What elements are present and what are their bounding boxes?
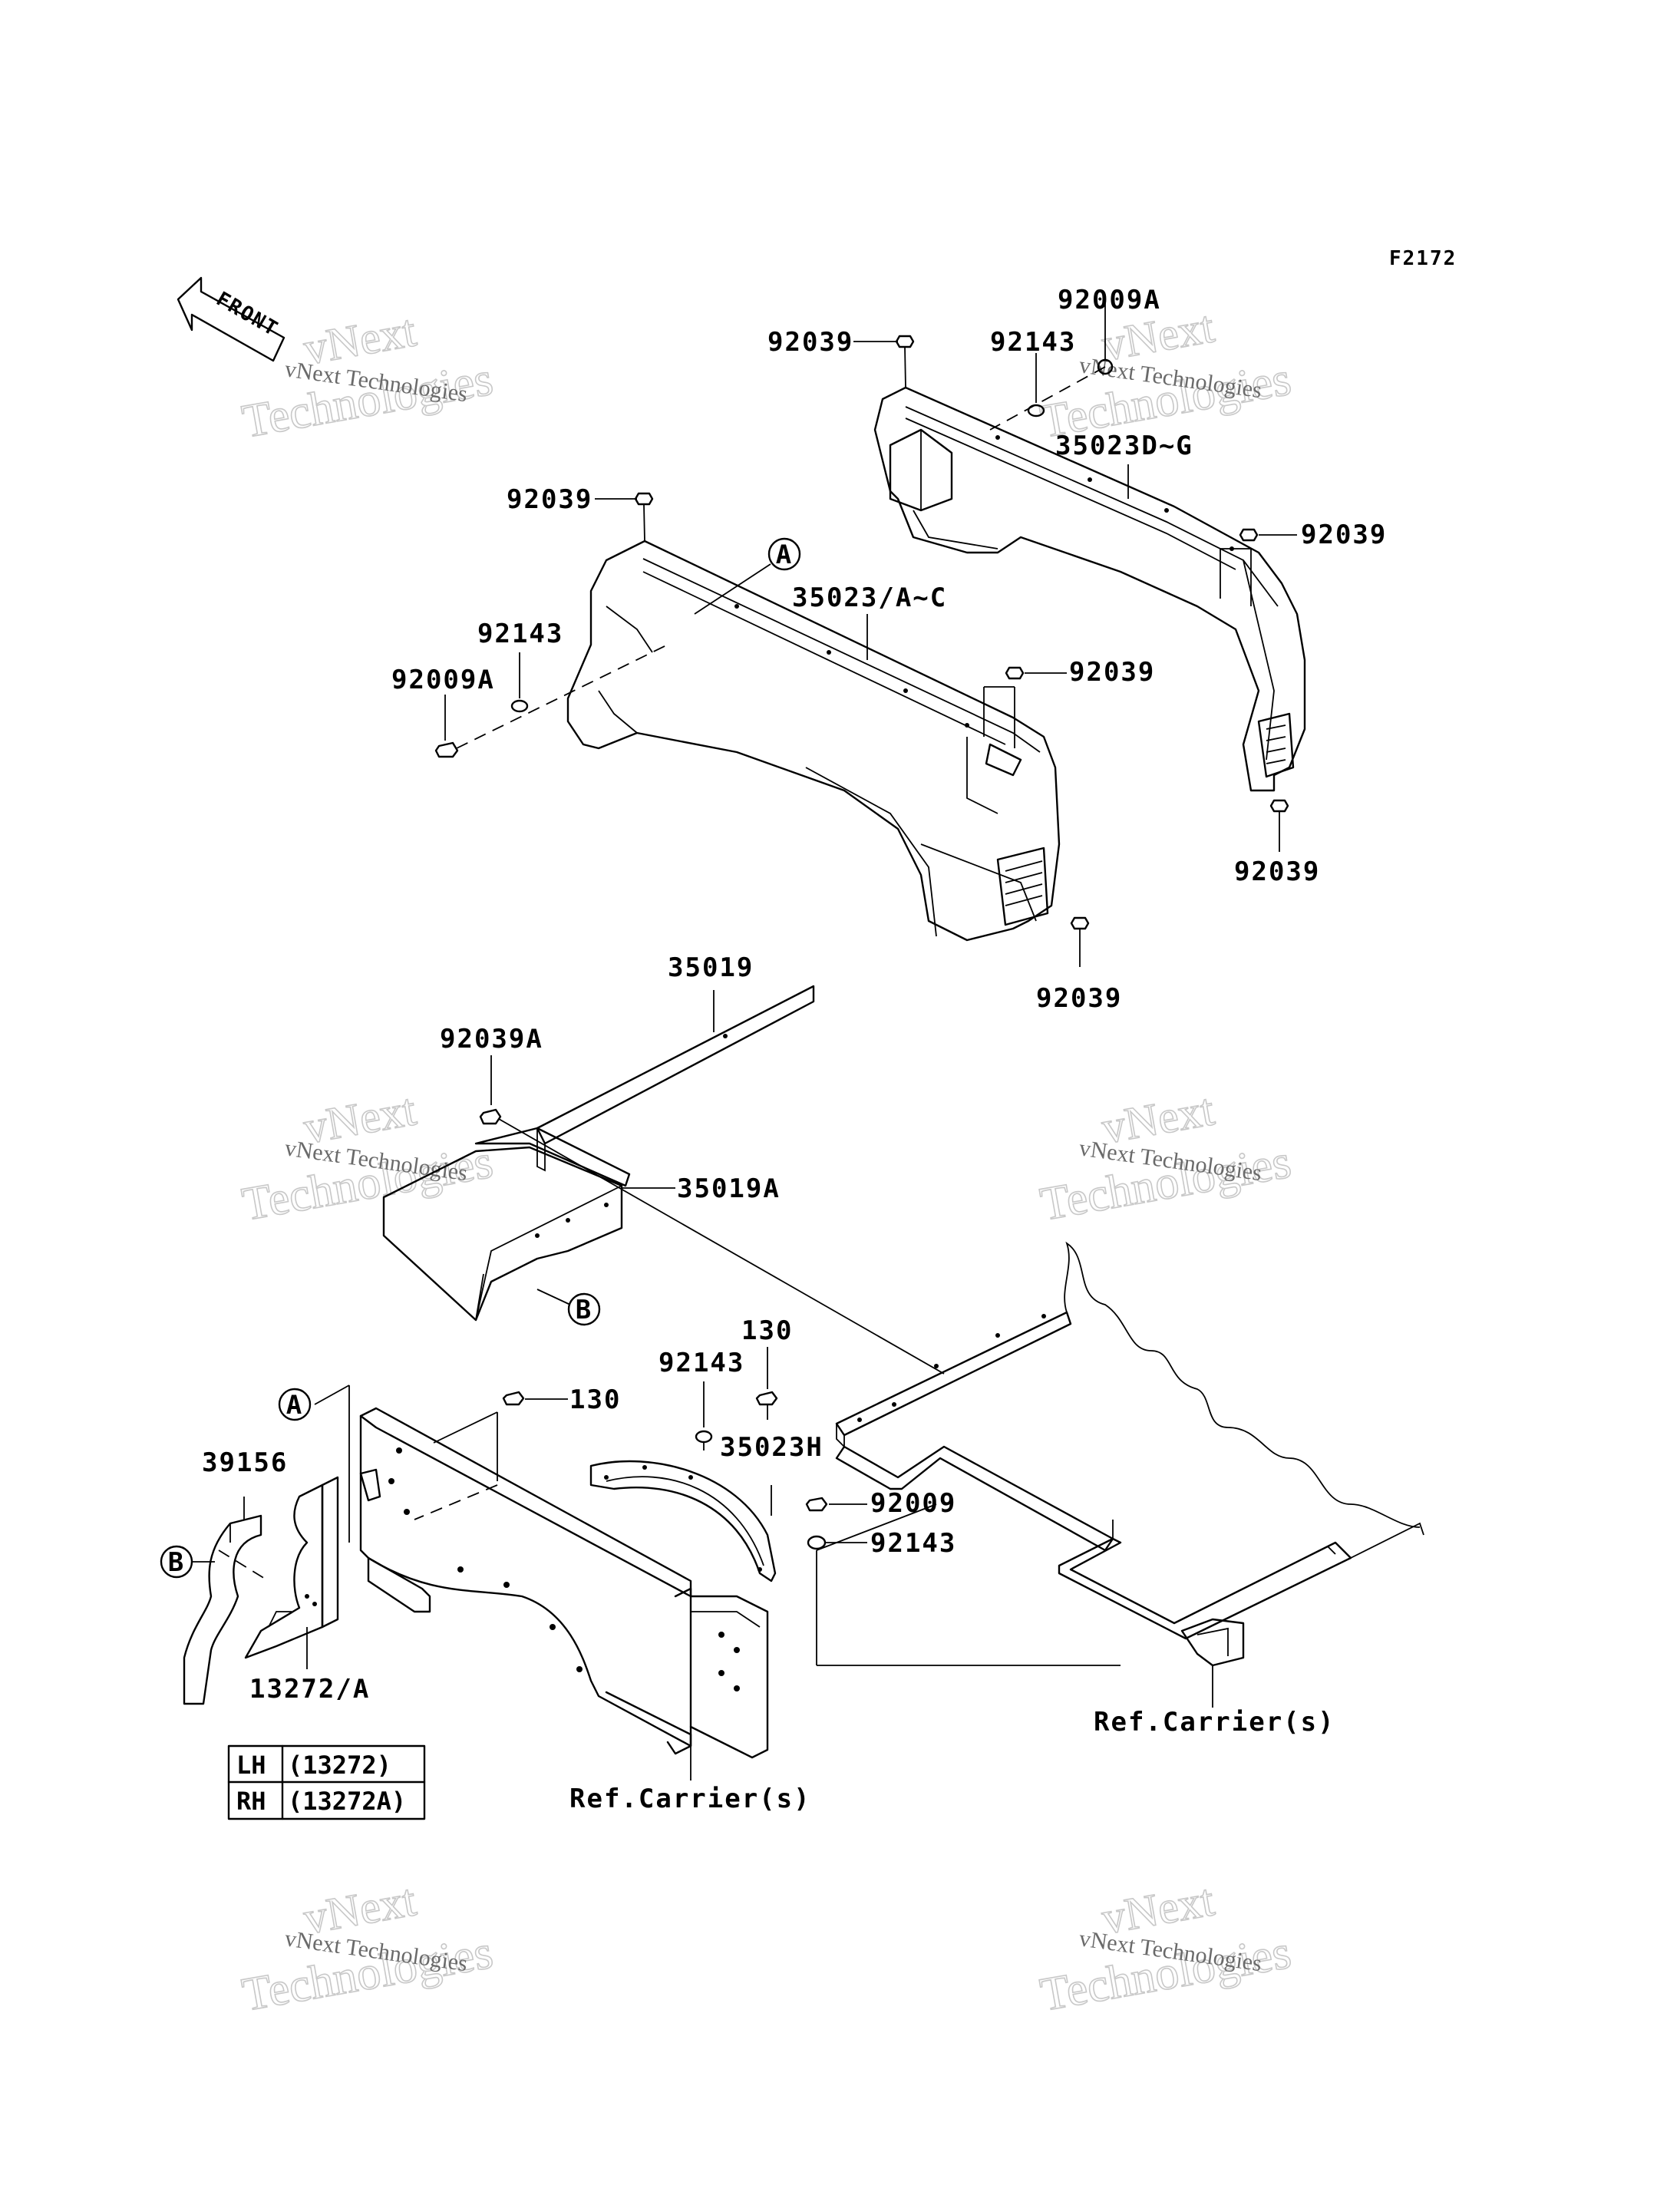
callout-35023H: 35023H xyxy=(720,1432,823,1463)
svg-text:B: B xyxy=(576,1295,592,1325)
marker-a-upper: A xyxy=(767,537,801,571)
fastener-right-rear-92039 xyxy=(1220,528,1297,606)
marker-b-leader-upper xyxy=(536,1289,571,1305)
washer-left-92143 xyxy=(510,652,529,713)
fender-right-35023DG xyxy=(873,386,1306,792)
svg-text:B: B xyxy=(168,1547,185,1578)
flap-35019 xyxy=(536,985,815,1172)
flap-35019A xyxy=(382,1127,631,1322)
fastener-right-92009A xyxy=(989,303,1114,431)
callout-130: 130 xyxy=(741,1315,793,1346)
fastener-right-bottom-92039 xyxy=(1269,799,1289,852)
callout-92039: 92039 xyxy=(767,327,853,358)
callout-ref-carrier: Ref.Carrier(s) xyxy=(569,1784,811,1814)
callout-92143: 92143 xyxy=(870,1528,956,1559)
table-side-rh: RH xyxy=(236,1787,266,1816)
marker-a-lower-leader xyxy=(314,1384,350,1543)
figure-id: F2172 xyxy=(1389,247,1457,270)
inner-panel xyxy=(359,1407,769,1781)
watermark-6: vNext Technologies vNext Technologies xyxy=(1036,1873,1295,2021)
callout-92039: 92039 xyxy=(1069,657,1155,688)
fender-liner-35023H xyxy=(589,1460,777,1582)
callout-35023AC: 35023/A~C xyxy=(792,583,947,613)
callout-92143: 92143 xyxy=(477,619,563,649)
callout-92039: 92039 xyxy=(507,484,592,515)
callout-92039: 92039 xyxy=(1036,983,1122,1014)
marker-a-lower: A xyxy=(278,1388,312,1421)
fastener-92039A xyxy=(479,1055,945,1375)
watermark-4: vNext Technologies vNext Technologies xyxy=(1036,1083,1295,1231)
fastener-130-b xyxy=(755,1347,778,1420)
washer-92143-d xyxy=(807,1503,1121,1666)
washer-right-92143 xyxy=(1027,353,1045,417)
fastener-left-top-92039 xyxy=(595,492,654,542)
callout-92143: 92143 xyxy=(990,327,1076,358)
callout-92009A: 92009A xyxy=(391,665,495,695)
callout-92039: 92039 xyxy=(1234,856,1320,887)
marker-b-lower: B xyxy=(160,1545,193,1579)
svg-text:A: A xyxy=(776,540,793,570)
fastener-right-top-92039 xyxy=(853,335,915,388)
callout-92143: 92143 xyxy=(658,1348,744,1378)
marker-b-upper: B xyxy=(567,1292,601,1326)
callout-92039: 92039 xyxy=(1301,520,1387,550)
guard-13272A xyxy=(244,1468,381,1669)
table-part-lh: (13272) xyxy=(288,1751,391,1780)
callout-92009: 92009 xyxy=(870,1488,956,1519)
fastener-92009 xyxy=(805,1497,867,1512)
fastener-left-rear-92039 xyxy=(983,666,1067,748)
table-side-lh: LH xyxy=(236,1751,266,1780)
svg-text:A: A xyxy=(286,1390,303,1421)
front-label: FRONT xyxy=(213,288,282,342)
fastener-left-bottom-92039 xyxy=(1070,916,1090,967)
side-table: LH (13272) RH (13272A) xyxy=(227,1744,426,1820)
marker-a-leader xyxy=(694,563,771,615)
washer-92143-c xyxy=(695,1381,713,1450)
fastener-left-92009A xyxy=(434,644,668,758)
watermark-3: vNext Technologies vNext Technologies xyxy=(238,1083,497,1231)
carrier-frame xyxy=(835,1241,1424,1708)
callout-35019A: 35019A xyxy=(677,1173,781,1204)
fender-left-35023AC xyxy=(566,540,1061,942)
callout-ref-carrier: Ref.Carrier(s) xyxy=(1094,1707,1335,1738)
callout-35019: 35019 xyxy=(668,952,754,983)
seal-39156 xyxy=(183,1497,269,1705)
table-part-rh: (13272A) xyxy=(288,1787,406,1816)
callout-92039A: 92039A xyxy=(440,1024,543,1054)
callout-13272A: 13272/A xyxy=(249,1674,370,1705)
callout-130: 130 xyxy=(569,1384,621,1415)
watermark-5: vNext Technologies vNext Technologies xyxy=(238,1873,497,2021)
watermark-2: vNext Technologies vNext Technologies xyxy=(1036,300,1295,448)
fastener-130-a xyxy=(414,1391,568,1520)
front-arrow-icon: FRONT xyxy=(177,276,286,362)
callout-92009A: 92009A xyxy=(1058,285,1161,315)
callout-39156: 39156 xyxy=(202,1447,288,1478)
callout-35023DG: 35023D~G xyxy=(1055,431,1193,461)
